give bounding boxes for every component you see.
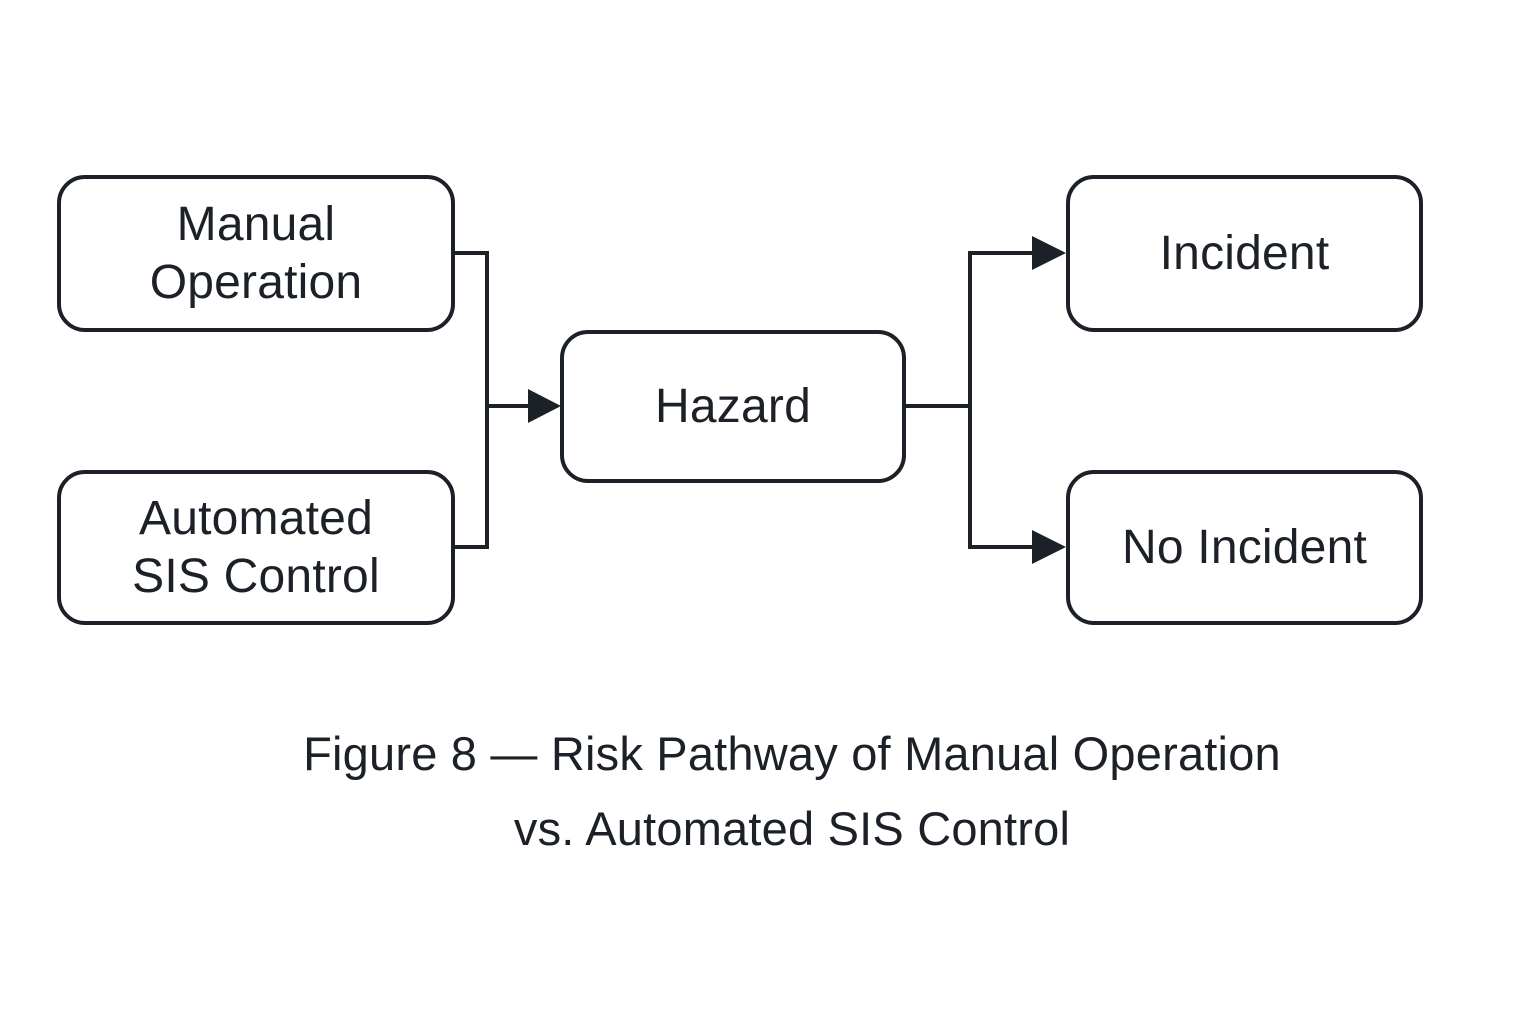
node-incident: Incident: [1066, 175, 1423, 332]
arrowhead-into-no-incident-icon: [1032, 530, 1066, 564]
node-label-line: No Incident: [1121, 520, 1367, 574]
node-hazard: Hazard: [560, 330, 906, 483]
edge-sources-merge-rail: [455, 251, 489, 549]
node-label-line: SIS Control: [132, 549, 380, 603]
node-label-line: Automated: [139, 491, 373, 545]
node-label-line: Manual: [176, 197, 336, 251]
figure-caption-line-2: vs. Automated SIS Control: [513, 802, 1071, 855]
figure-caption-line-1: Figure 8 — Risk Pathway of Manual Operat…: [303, 727, 1281, 780]
edge-split-rail: [968, 251, 1032, 549]
node-label-line: Hazard: [655, 379, 811, 433]
node-label-line: Incident: [1159, 226, 1330, 280]
figure-caption: Figure 8 — Risk Pathway of Manual Operat…: [24, 716, 1536, 866]
node-automated-sis-control: Automated SIS Control: [57, 470, 455, 625]
node-manual-operation: Manual Operation: [57, 175, 455, 332]
node-no-incident: No Incident: [1066, 470, 1423, 625]
arrowhead-into-incident-icon: [1032, 236, 1066, 270]
arrowhead-into-hazard-icon: [528, 389, 561, 423]
node-label-line: Operation: [149, 255, 363, 309]
